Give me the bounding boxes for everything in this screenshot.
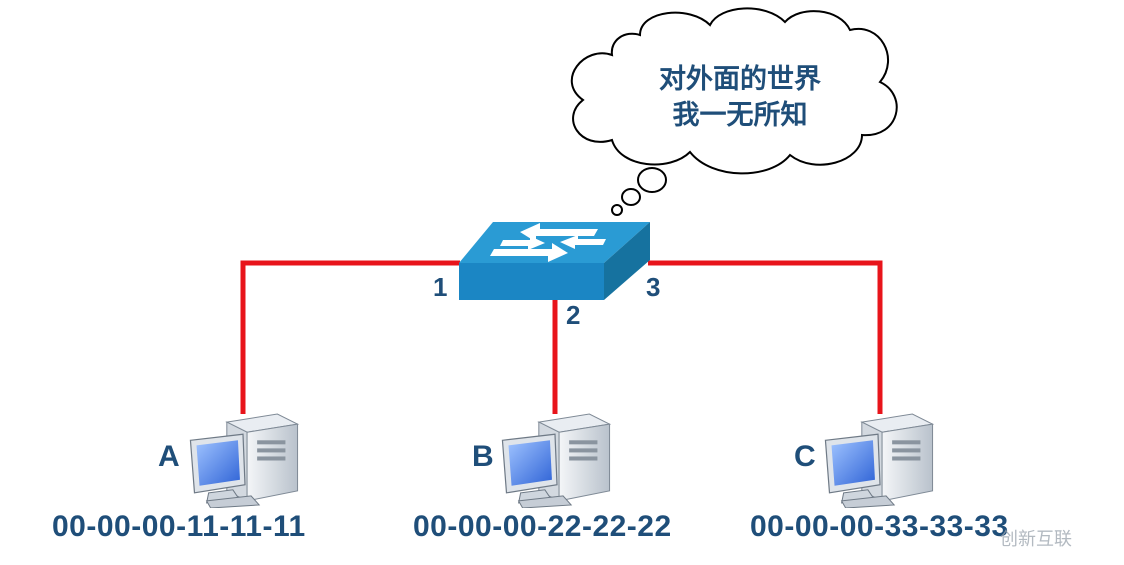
thought-line-2: 我一无所知 xyxy=(672,100,808,131)
thought-bubble-text: 对外面的世界 我一无所知 xyxy=(630,62,850,134)
link-lines xyxy=(240,260,883,414)
host-label-a: A xyxy=(158,440,180,473)
desktop-computer-icon xyxy=(501,413,611,508)
port-label-3: 3 xyxy=(646,272,661,302)
host-label-b: B xyxy=(472,440,494,473)
port-label-1: 1 xyxy=(433,272,448,302)
port-label-2: 2 xyxy=(566,300,581,330)
desktop-computer-icon xyxy=(189,413,299,508)
mac-address-c: 00-00-00-33-33-33 xyxy=(750,510,1009,543)
link-port1-host-a xyxy=(240,260,460,414)
thought-line-1: 对外面的世界 xyxy=(659,64,821,95)
mac-address-a: 00-00-00-11-11-11 xyxy=(52,510,306,543)
thought-bubble-icon xyxy=(570,7,898,216)
host-label-c: C xyxy=(794,440,816,473)
link-port3-host-c xyxy=(648,260,883,414)
switch-arrows-icon xyxy=(490,223,606,262)
mac-address-b: 00-00-00-22-22-22 xyxy=(413,510,672,543)
network-switch-icon xyxy=(459,222,650,300)
desktop-computer-icon xyxy=(824,413,934,508)
watermark-logo: 创新互联 xyxy=(1000,525,1072,551)
watermark-text: 创新互联 xyxy=(1000,529,1072,550)
